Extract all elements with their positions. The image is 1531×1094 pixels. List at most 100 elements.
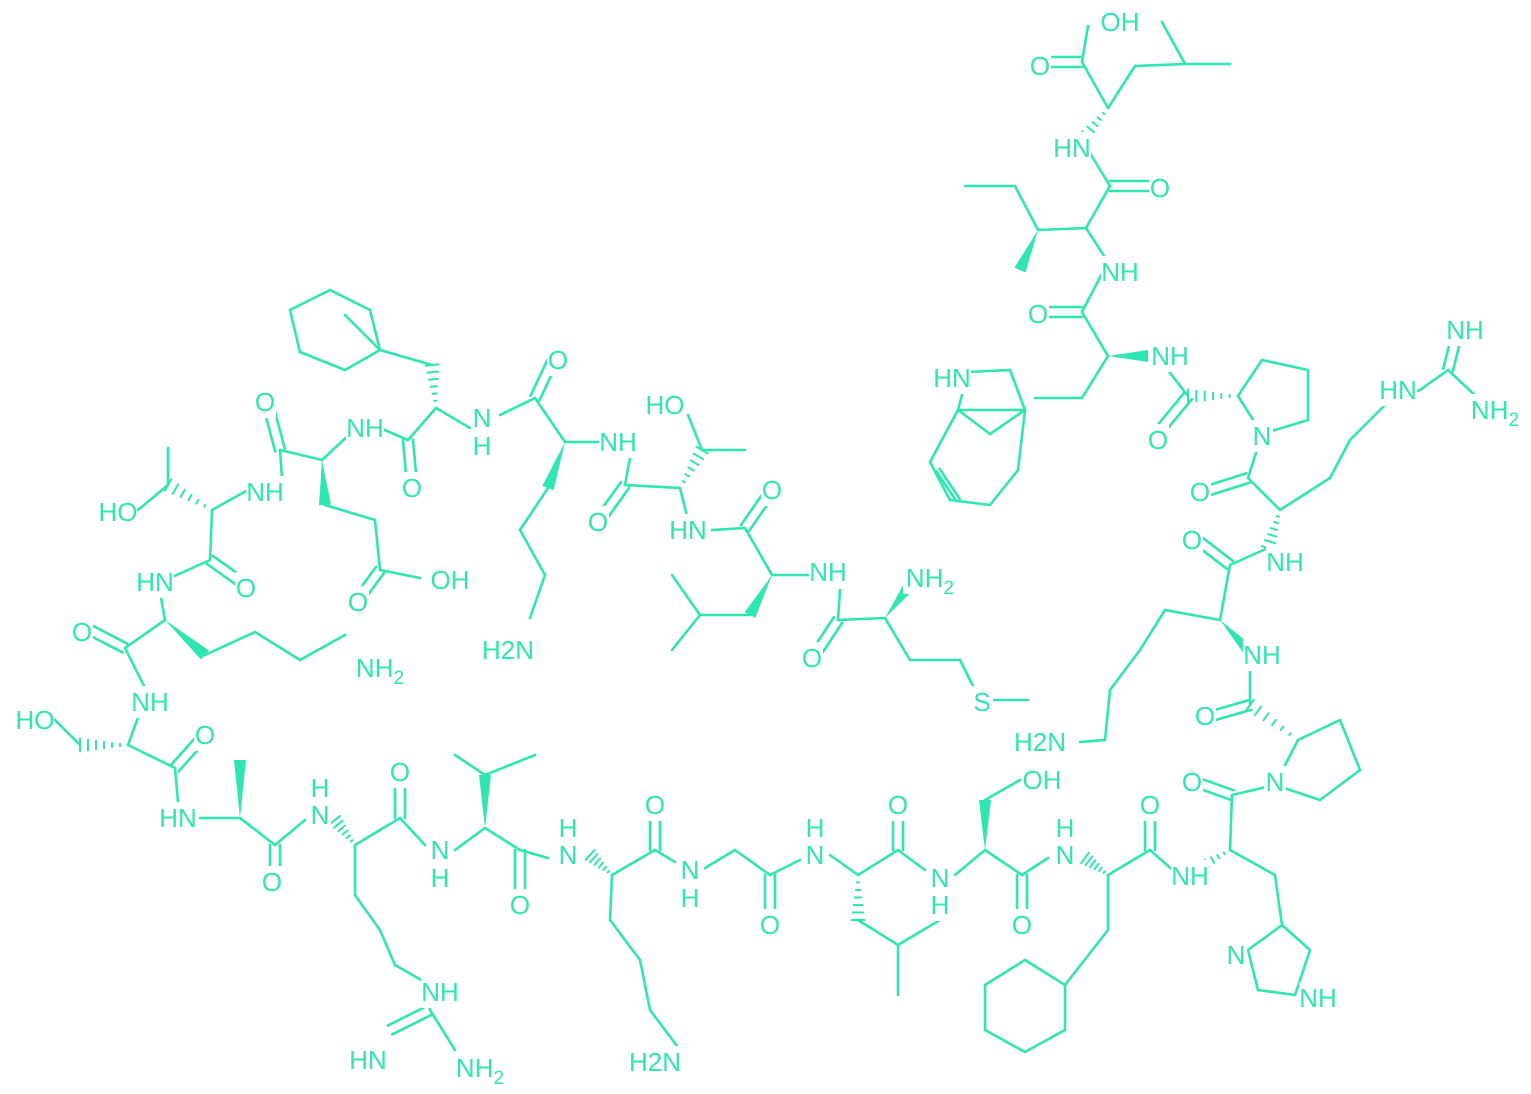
atom-text: NH: [346, 413, 384, 443]
atom-label-ser2_o: O: [1011, 909, 1033, 941]
atom-label-glu_acid_o: O: [347, 586, 369, 618]
atom-label-ser1_ho: HO: [16, 704, 55, 736]
atom-text: HO: [99, 497, 138, 527]
met-backbone: [836, 616, 887, 622]
atom-text: N: [931, 863, 950, 893]
atom-label-arg2_h: H: [309, 772, 331, 804]
atom-text: H: [473, 431, 492, 461]
atom-label-trp_nh: NH: [1151, 340, 1189, 372]
label-backdrop: [903, 562, 957, 594]
ala-stereo-wedge: [234, 760, 246, 818]
lys4-carbonyl: [529, 358, 549, 398]
label-backdrop: [349, 1044, 387, 1076]
atom-label-phe2_h: H: [1054, 812, 1076, 844]
trp-pyrrole-ring: [956, 408, 992, 436]
label-backdrop: [431, 564, 469, 596]
his-imidazole-ring: [1280, 923, 1312, 952]
atom-text: N: [806, 840, 825, 870]
val-sidechain: [453, 753, 487, 777]
hash-stroke: [429, 385, 439, 388]
atom-text: O: [1148, 425, 1168, 455]
lys3-sidechain: [253, 630, 302, 662]
glu-sidechain: [323, 503, 377, 522]
atom-text: NH: [809, 557, 847, 587]
ser1-carbonyl: [169, 735, 198, 766]
atom-label-thr2_ho: HO: [646, 389, 685, 421]
hash-stroke: [1089, 859, 1097, 869]
lys2-sidechain: [638, 958, 652, 1012]
lys1-sidechain: [1078, 738, 1107, 744]
atom-label-thr2_hn: HN: [669, 514, 707, 546]
hash-stroke: [163, 478, 173, 492]
lys2-sidechain: [608, 873, 614, 922]
ile-backbone: [1084, 184, 1112, 230]
label-backdrop: [1147, 424, 1169, 456]
lys2-link: [653, 848, 677, 864]
atom-label-pro2_o: O: [1194, 700, 1216, 732]
hash-stroke: [328, 814, 342, 826]
hash-stroke: [695, 445, 709, 455]
label-backdrop: [261, 866, 283, 898]
phe2-stereo-hash: [1080, 851, 1106, 875]
arg2-link: [398, 816, 427, 847]
label-backdrop: [347, 586, 369, 618]
atom-text: NH: [1243, 640, 1281, 670]
label-backdrop: [801, 642, 823, 674]
lys1-sidechain: [1103, 688, 1112, 742]
arg2-guanidine: [428, 1008, 457, 1052]
phe1-benzene-ring: [368, 308, 382, 352]
label-backdrop: [1171, 860, 1209, 892]
atom-label-lys4_h2n: H2N: [481, 634, 535, 666]
lys4-sidechain: [518, 528, 547, 577]
hash-stroke: [341, 829, 349, 836]
atom-text: NH: [599, 427, 637, 457]
label-backdrop: [159, 802, 197, 834]
atom-label-arg2_nh2: NH2: [453, 1052, 507, 1089]
trp-pyrrole-ring: [988, 408, 1027, 436]
pro2-ring: [1296, 718, 1342, 742]
atom-label-leu2_n: N: [804, 839, 826, 871]
atom-text: NH: [246, 477, 284, 507]
lys2-sidechain: [608, 918, 642, 962]
hash-stroke: [349, 839, 354, 843]
atom-label-lys2_n: N: [557, 839, 579, 871]
atom-label-his_ring_nh: NH: [1299, 982, 1337, 1014]
hash-stroke: [1272, 521, 1280, 525]
atom-text: O: [760, 910, 780, 940]
label-backdrop: [194, 719, 216, 751]
atom-label-ser1_o: O: [194, 719, 216, 751]
atom-text: N: [1253, 421, 1272, 451]
atom-label-arg1_nh_top: NH: [1446, 314, 1484, 346]
atom-text: H2N: [1014, 727, 1066, 757]
label-backdrop: [71, 616, 93, 648]
hash-stroke: [1262, 712, 1270, 722]
atom-label-pro1_n: N: [1251, 420, 1273, 452]
atom-label-leu3_o: O: [761, 474, 783, 506]
label-backdrop: [587, 506, 609, 538]
his-sidechain: [1228, 848, 1277, 877]
label-backdrop: [1101, 256, 1139, 288]
phe1-sidechain: [378, 348, 434, 367]
pro1-ring: [1260, 358, 1310, 372]
leu3-link: [710, 526, 747, 532]
pro1-carbonyl: [1154, 391, 1186, 429]
atom-text: O: [1182, 767, 1202, 797]
atom-label-trp_ring_hn: HN: [933, 362, 971, 394]
atom-text: O: [510, 890, 530, 920]
thr1-link: [168, 558, 212, 580]
atom-label-lys1_o: O: [1181, 524, 1203, 556]
atom-label-his_ring_n: N: [1225, 939, 1247, 971]
atom-text: NH: [1151, 341, 1189, 371]
label-backdrop: [669, 514, 707, 546]
atom-label-ile_nh: NH: [1101, 256, 1139, 288]
phe2-sidechain: [1063, 928, 1110, 987]
arg1-guanidine: [1418, 368, 1450, 392]
trp-pyrrole-ring: [966, 368, 1012, 374]
leu2-backbone: [828, 853, 860, 877]
ile-stereo-wedge: [1014, 230, 1038, 273]
hash-stroke: [606, 869, 611, 874]
thr2-stereo-hash: [681, 445, 709, 484]
atom-text: O: [888, 790, 908, 820]
atom-text: O: [390, 757, 410, 787]
